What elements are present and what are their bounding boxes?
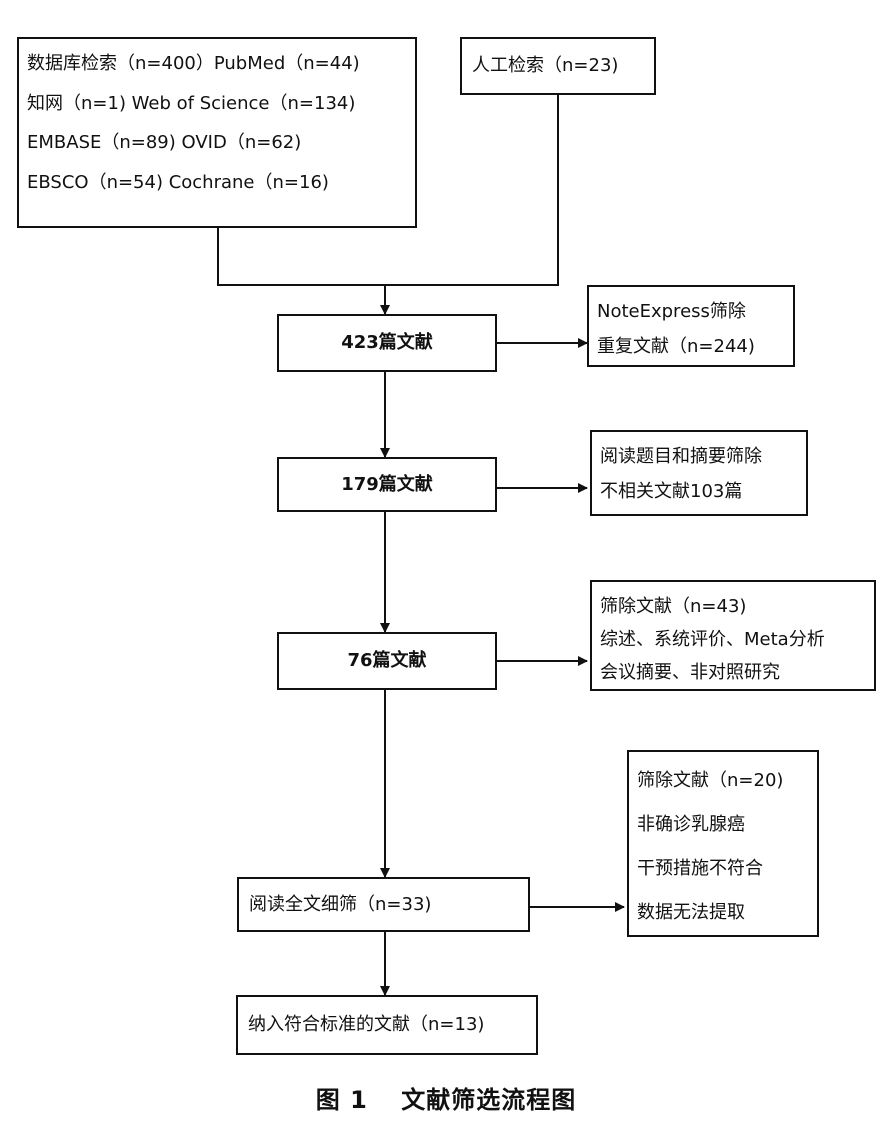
exclusion-line: 非确诊乳腺癌 (637, 814, 745, 835)
database-search-box: 数据库检索（n=400）PubMed（n=44) 知网（n=1) Web of … (17, 37, 417, 228)
exclusion-box-3: 筛除文献（n=43) 综述、系统评价、Meta分析 会议摘要、非对照研究 (590, 580, 876, 691)
exclusion-line: 筛除文献（n=20) (637, 770, 784, 791)
step-label: 423篇文献 (341, 332, 433, 354)
figure-title: 文献筛选流程图 (401, 1086, 577, 1114)
exclusion-line: 干预措施不符合 (637, 858, 763, 879)
merge-line-database (217, 228, 385, 286)
exclusion-line: 综述、系统评价、Meta分析 (600, 629, 825, 650)
step-box-3: 76篇文献 (277, 632, 497, 690)
manual-search-box: 人工检索（n=23) (460, 37, 656, 95)
step-label: 179篇文献 (341, 473, 433, 495)
exclusion-line: 数据无法提取 (637, 902, 745, 923)
manual-search-label: 人工检索（n=23) (472, 55, 619, 77)
step-box-4: 阅读全文细筛（n=33) (237, 877, 530, 932)
step-label: 纳入符合标准的文献（n=13) (248, 1014, 485, 1036)
exclusion-box-1: NoteExpress筛除 重复文献（n=244) (587, 285, 795, 367)
exclusion-line: 筛除文献（n=43) (600, 596, 747, 617)
exclusion-line: 重复文献（n=244) (597, 336, 755, 357)
exclusion-line: NoteExpress筛除 (597, 301, 746, 322)
figure-caption: 图 1 文献筛选流程图 (0, 1080, 892, 1115)
database-search-line: 知网（n=1) Web of Science（n=134) (27, 92, 356, 114)
database-search-line: EBSCO（n=54) Cochrane（n=16) (27, 171, 329, 193)
database-search-line: 数据库检索（n=400）PubMed（n=44) (27, 53, 360, 74)
step-label: 76篇文献 (347, 650, 427, 672)
figure-number: 图 1 (315, 1086, 368, 1114)
exclusion-box-2: 阅读题目和摘要筛除 不相关文献103篇 (590, 430, 808, 516)
exclusion-box-4: 筛除文献（n=20) 非确诊乳腺癌 干预措施不符合 数据无法提取 (627, 750, 819, 937)
database-search-line: EMBASE（n=89) OVID（n=62) (27, 132, 302, 154)
step-box-2: 179篇文献 (277, 457, 497, 512)
exclusion-line: 不相关文献103篇 (600, 481, 743, 502)
step-box-1: 423篇文献 (277, 314, 497, 372)
exclusion-line: 阅读题目和摘要筛除 (600, 446, 762, 467)
exclusion-line: 会议摘要、非对照研究 (600, 662, 780, 683)
step-label: 阅读全文细筛（n=33) (249, 893, 432, 915)
step-box-5: 纳入符合标准的文献（n=13) (236, 995, 538, 1055)
merge-line-manual (385, 95, 559, 286)
